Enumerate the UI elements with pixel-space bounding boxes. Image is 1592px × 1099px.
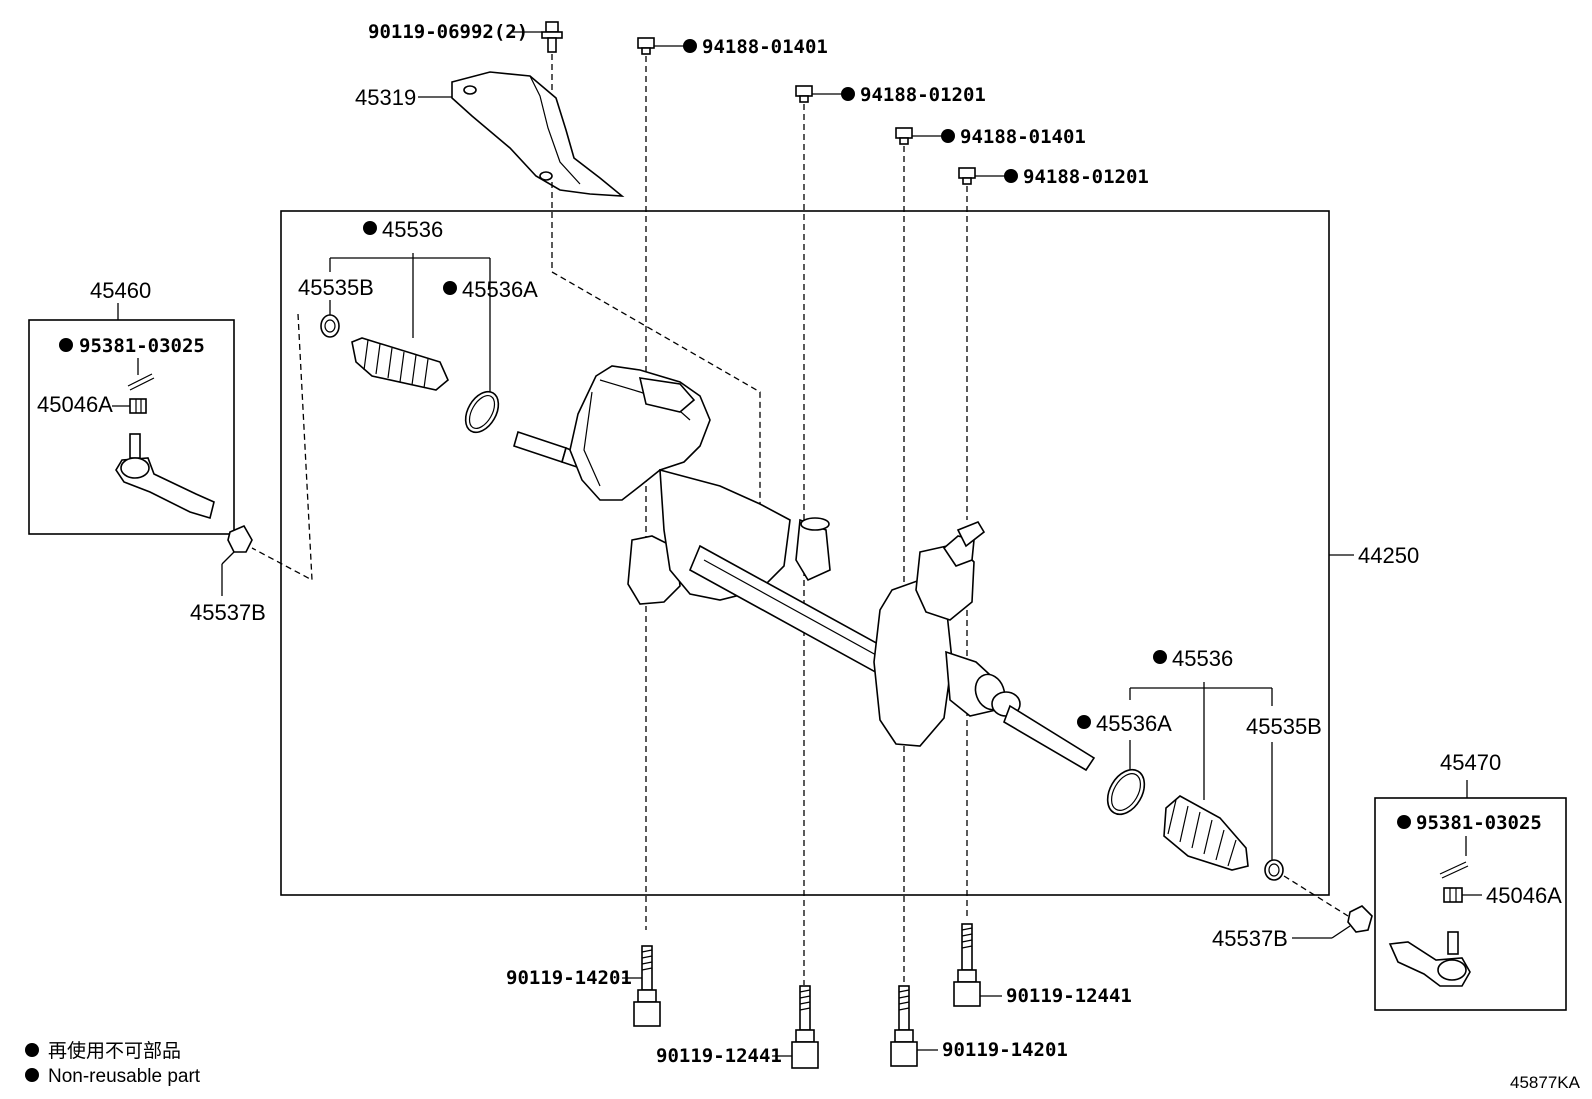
- label-boot-set-right: 45536: [1172, 646, 1233, 671]
- label-tie-rod-right: 45470: [1440, 750, 1501, 775]
- bolt-bottom-3: [890, 985, 918, 1067]
- band-right-part: [1106, 768, 1146, 816]
- label-clamp-right: 45535B: [1246, 714, 1322, 739]
- legend-jp: 再使用不可部品: [48, 1040, 181, 1062]
- bolt-bottom-4: [953, 923, 981, 1007]
- tie-rod-end-right: [1388, 931, 1471, 987]
- label-bolt-bottom-1: 90119-14201: [506, 967, 632, 989]
- nut-3: [895, 127, 913, 145]
- label-band-right: 45536A: [1096, 711, 1172, 736]
- cotter-pin-left: [127, 373, 155, 391]
- clip-right-part: [1347, 905, 1373, 933]
- label-nut-1: 94188-01401: [702, 36, 828, 58]
- band-left-part: [464, 390, 500, 434]
- boot-right-part: [1163, 795, 1249, 871]
- label-gear-assy: 44250: [1358, 543, 1419, 568]
- gear-assembly-frame: [280, 210, 1330, 896]
- clamp-right-part: [1264, 859, 1284, 881]
- cotter-pin-right: [1439, 861, 1469, 879]
- boot-left-part: [351, 337, 449, 391]
- bolt-top: [541, 21, 563, 53]
- tie-rod-left-frame: [28, 319, 235, 535]
- label-tie-rod-left: 45460: [90, 278, 151, 303]
- cover-part: [451, 71, 625, 197]
- clamp-left-part: [320, 314, 340, 338]
- label-band-left: 45536A: [462, 277, 538, 302]
- label-cotter-right: 95381-03025: [1416, 812, 1542, 834]
- label-clamp-left: 45535B: [298, 275, 374, 300]
- label-nut-3: 94188-01401: [960, 126, 1086, 148]
- label-bolt-bottom-2: 90119-12441: [656, 1045, 782, 1067]
- tie-rod-end-left: [115, 433, 215, 520]
- label-nut-right: 45046A: [1486, 883, 1562, 908]
- label-boot-set-left: 45536: [382, 217, 443, 242]
- label-nut-4: 94188-01201: [1023, 166, 1149, 188]
- label-clip-right: 45537B: [1212, 926, 1288, 951]
- bolt-bottom-1: [633, 945, 661, 1027]
- nut-left-part: [129, 398, 147, 414]
- nut-2: [795, 85, 813, 103]
- label-cotter-left: 95381-03025: [79, 335, 205, 357]
- diagram-code: 45877KA: [1510, 1073, 1581, 1092]
- nut-right-part: [1443, 887, 1463, 903]
- clip-left-part: [227, 524, 253, 553]
- label-bolt-top: 90119-06992(2): [368, 21, 528, 43]
- label-nut-2: 94188-01201: [860, 84, 986, 106]
- nut-1: [637, 37, 655, 55]
- legend-en: Non-reusable part: [48, 1066, 201, 1087]
- label-cover: 45319: [355, 85, 416, 110]
- label-bolt-bottom-3: 90119-14201: [942, 1039, 1068, 1061]
- label-bolt-bottom-4: 90119-12441: [1006, 985, 1132, 1007]
- tie-rod-right-frame: [1374, 797, 1567, 1011]
- label-nut-left: 45046A: [37, 392, 113, 417]
- bolt-bottom-2: [791, 985, 819, 1069]
- label-clip-left: 45537B: [190, 600, 266, 625]
- steering-gear-housing: [569, 365, 1096, 772]
- nut-4: [958, 167, 976, 185]
